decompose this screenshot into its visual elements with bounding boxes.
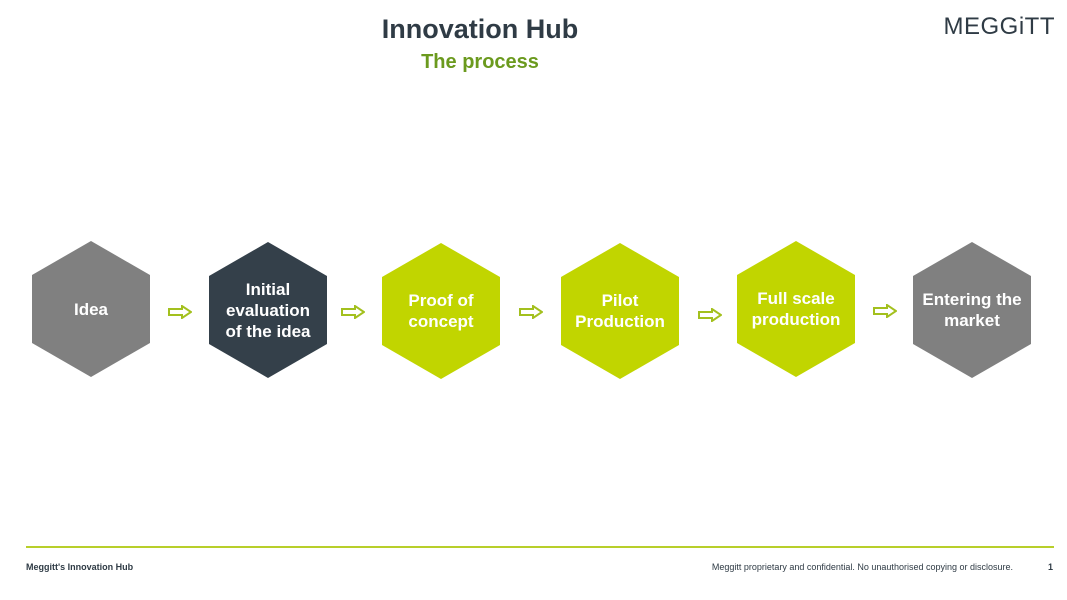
right-arrow-icon — [873, 304, 897, 318]
footer-divider — [26, 546, 1054, 548]
step-label: Idea — [73, 299, 109, 319]
right-arrow-icon — [341, 305, 365, 319]
footer-left-text: Meggitt's Innovation Hub — [26, 562, 134, 572]
step-label: Initial evaluation of the idea — [225, 279, 311, 341]
step-label: Pilot Production — [575, 291, 665, 331]
page-title: Innovation Hub — [381, 14, 579, 44]
step-label: Full scale production — [751, 289, 841, 329]
right-arrow-icon — [168, 305, 192, 319]
right-arrow-icon — [698, 308, 722, 322]
footer-confidentiality-notice: Meggitt proprietary and confidential. No… — [711, 562, 1013, 572]
step-entering-the-market: Entering the market — [913, 242, 1031, 378]
step-pilot-production: Pilot Production — [561, 243, 679, 379]
page-subtitle: The process — [421, 51, 539, 73]
page-number: 1 — [1047, 562, 1053, 572]
step-label: Proof of concept — [408, 291, 474, 331]
step-proof-of-concept: Proof of concept — [382, 243, 500, 379]
step-label: Entering the market — [922, 290, 1022, 330]
step-full-scale-production: Full scale production — [737, 241, 855, 377]
step-initial-evaluation: Initial evaluation of the idea — [209, 242, 327, 378]
right-arrow-icon — [519, 305, 543, 319]
step-idea: Idea — [32, 241, 150, 377]
meggitt-logo: MEGGiTT — [943, 13, 1055, 40]
